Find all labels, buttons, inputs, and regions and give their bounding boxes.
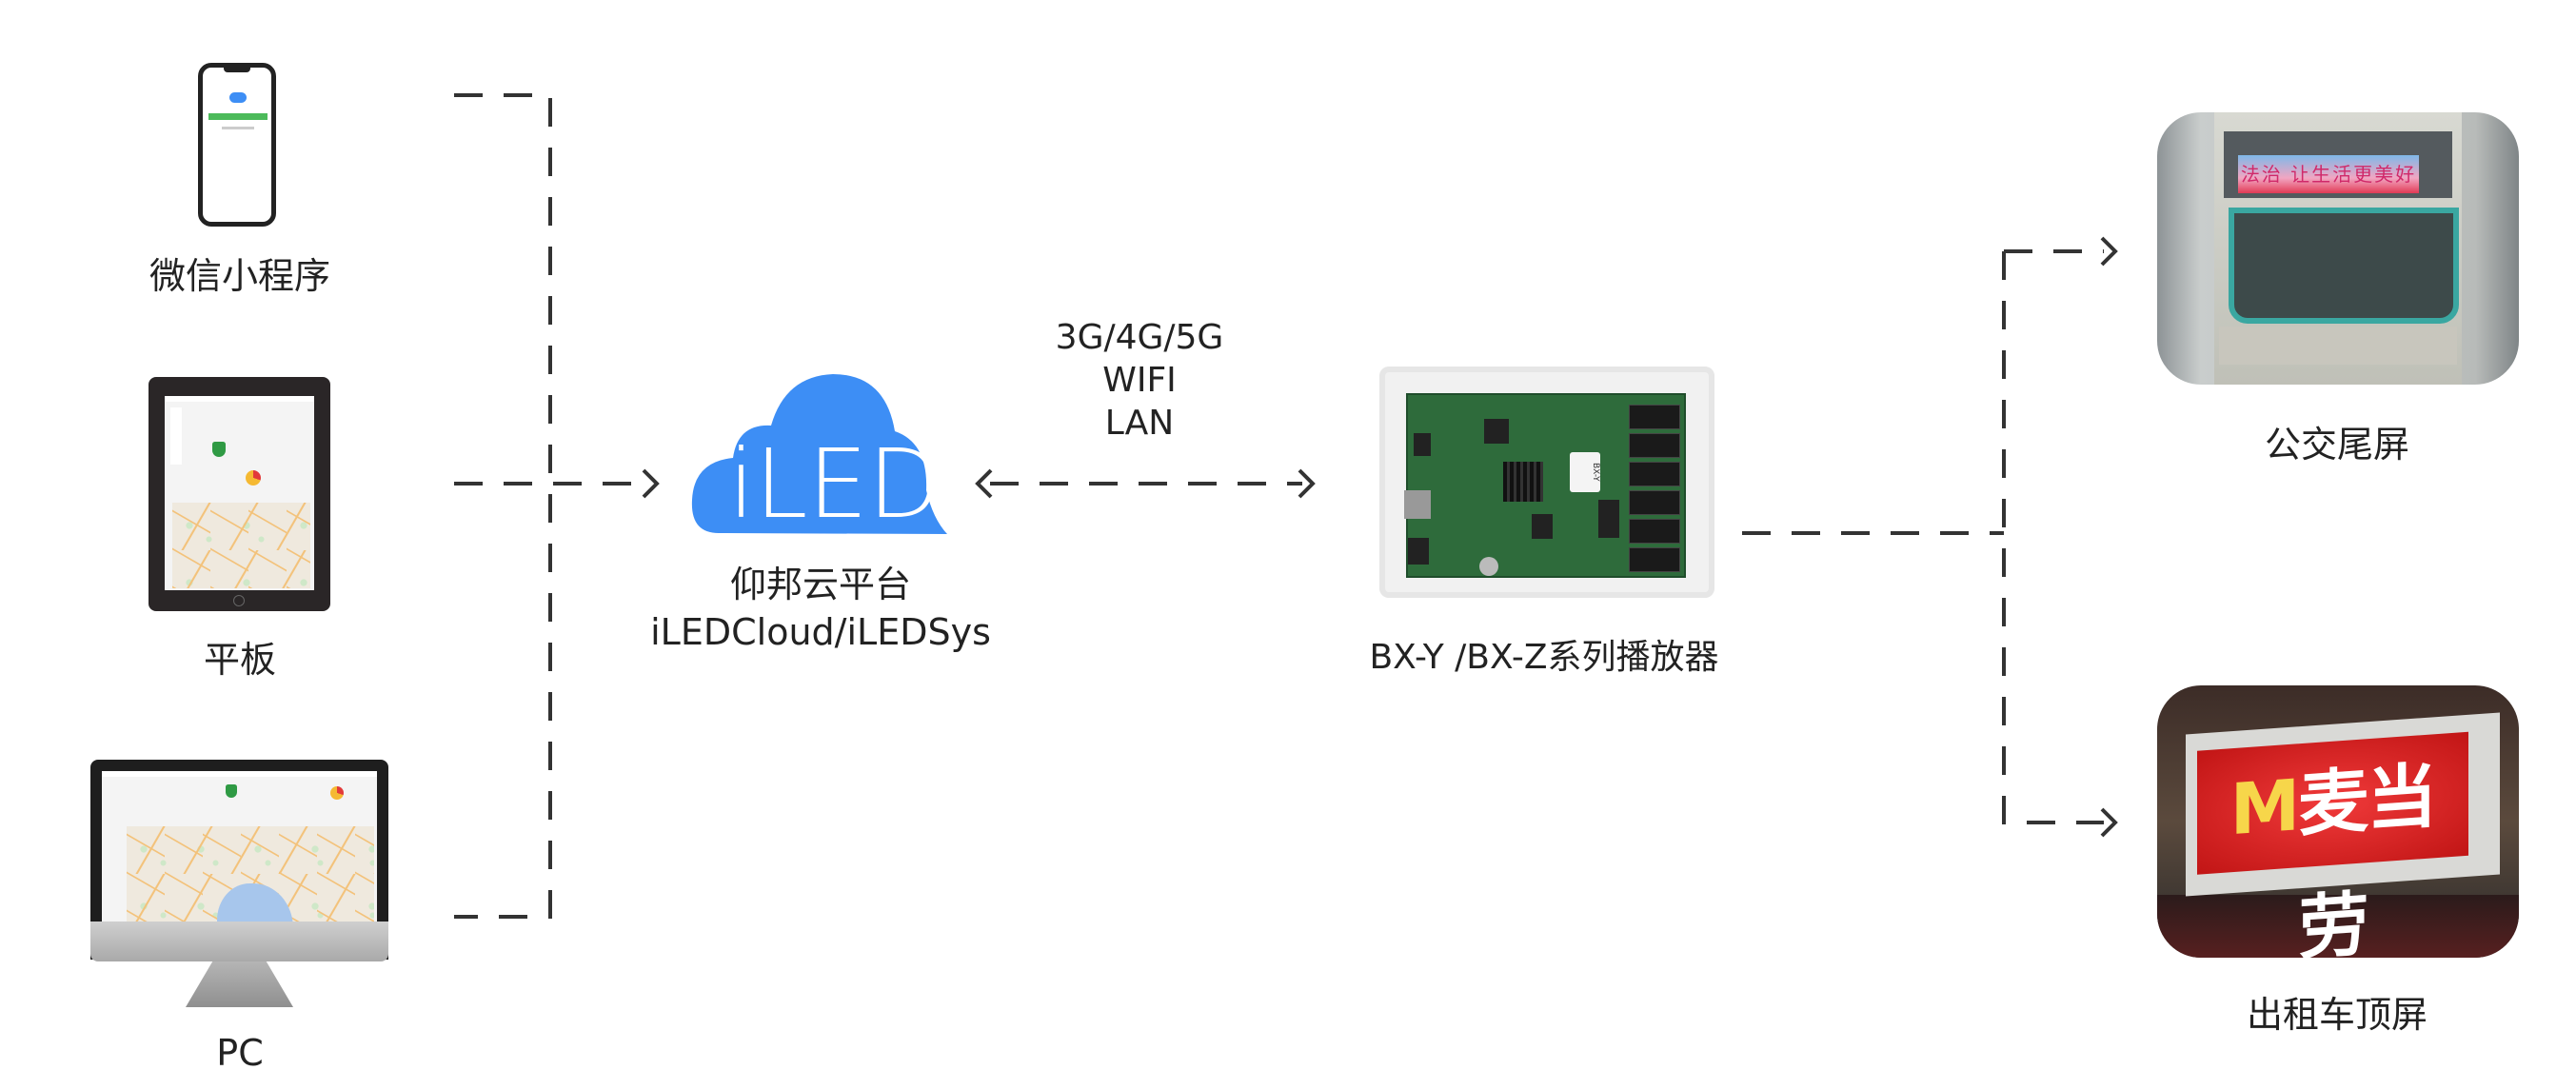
platform-subtitle: iLEDCloud/iLEDSys [650,611,991,653]
mcdonalds-logo: M [2229,764,2299,852]
iled-cloud-logo: iLED [691,374,947,538]
arrow-to-bus-icon [2100,236,2118,267]
taxi-top-screen-image: M麦当劳 [2157,685,2519,958]
player-label: BX-Y /BX-Z系列播放器 [1369,638,1719,677]
connection-label-lan: LAN [1104,404,1175,443]
phone-connector [454,93,552,919]
bus-led-text: 法治 让生活更美好 [2238,155,2419,193]
arrow-right-icon [1298,468,1316,499]
monitor-base [90,922,388,961]
connection-label-wifi: WIFI [1102,361,1177,400]
arrow-to-taxi-icon [2100,807,2118,838]
logo-text: iLED [728,428,941,538]
connection-label-cellular: 3G/4G/5G [1055,318,1224,357]
output-label-taxi: 出租车顶屏 [2246,994,2428,1036]
phone-icon [198,63,276,227]
arrow-left-icon [975,468,993,499]
output-branch [2002,249,2104,824]
tablet-icon [149,377,330,611]
source-label-pc: PC [216,1032,264,1074]
platform-name: 仰邦云平台 [729,564,912,605]
output-label-bus: 公交尾屏 [2264,424,2410,466]
bus-rear-screen-image: 法治 让生活更美好 [2157,112,2519,385]
source-label-tablet: 平板 [203,639,277,681]
source-label-wechat: 微信小程序 [149,255,331,297]
player-board-image: BX-Y [1379,367,1714,598]
arrow-to-platform-icon [642,468,660,499]
